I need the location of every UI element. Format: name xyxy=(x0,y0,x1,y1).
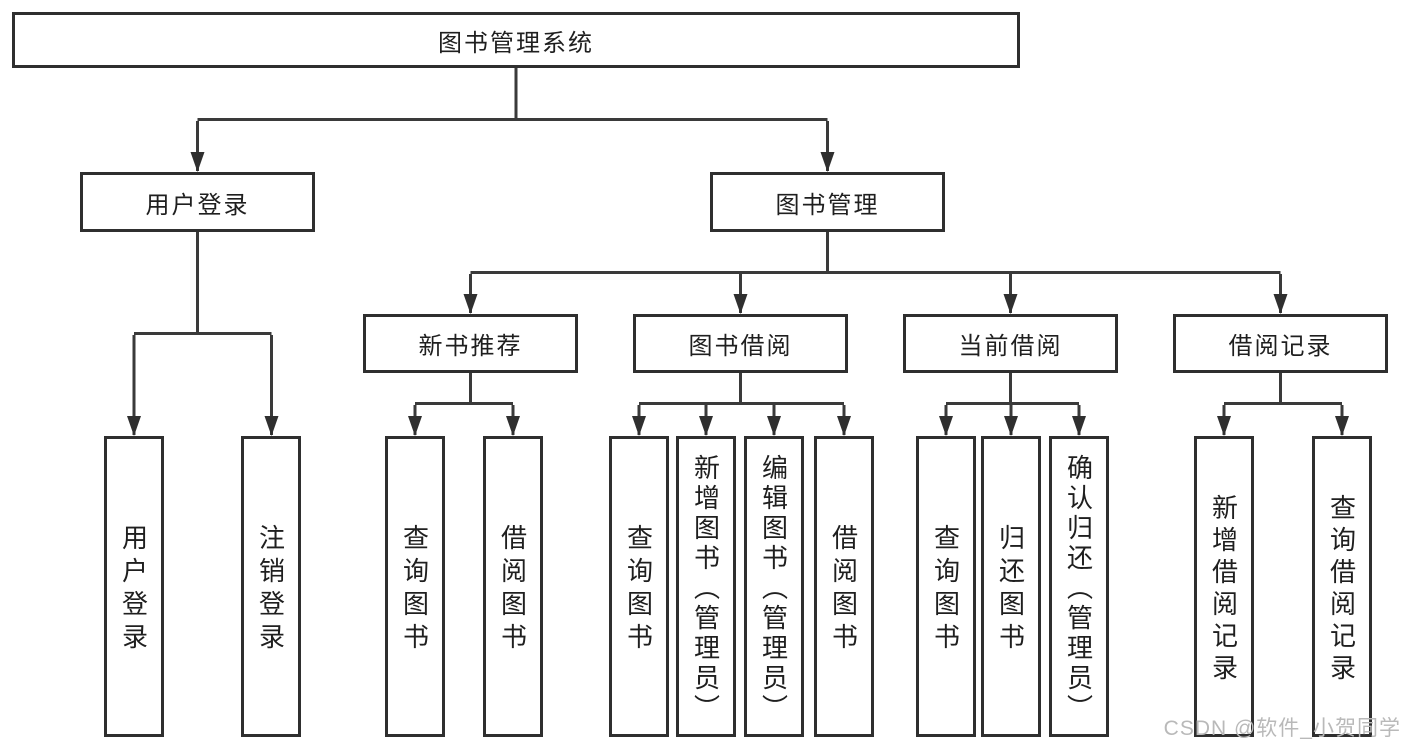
leaf-borrow-books-borrowing: 借阅图书 xyxy=(814,436,874,737)
spine-borrowing-records xyxy=(1224,373,1342,405)
leaf-logout: 注销登录 xyxy=(241,436,301,737)
leaf-query-books-borrowing: 查询图书 xyxy=(609,436,669,737)
spine-new-book-recommendation xyxy=(415,373,513,405)
leaf-add-book-admin: 新增图书（管理员） xyxy=(676,436,736,737)
leaf-query-books-recommend: 查询图书 xyxy=(385,436,445,737)
node-user-login: 用户登录 xyxy=(80,172,315,232)
leaf-add-borrow-record: 新增借阅记录 xyxy=(1194,436,1254,737)
leaf-borrow-books-recommend: 借阅图书 xyxy=(483,436,543,737)
connector-group xyxy=(127,68,1349,436)
spine-user-login xyxy=(134,232,272,335)
watermark-text: CSDN @软件_小贺同学 xyxy=(1163,717,1401,740)
node-new-book-recommendation: 新书推荐 xyxy=(363,314,578,373)
node-library-management-system: 图书管理系统 xyxy=(12,12,1020,68)
spine-book-borrowing xyxy=(639,373,844,405)
node-borrowing-records: 借阅记录 xyxy=(1173,314,1388,373)
leaf-return-book: 归还图书 xyxy=(981,436,1041,737)
spine-book-management xyxy=(470,232,1281,274)
spine-current-borrowing xyxy=(946,373,1079,405)
node-book-borrowing: 图书借阅 xyxy=(633,314,848,373)
leaf-query-books-current: 查询图书 xyxy=(916,436,976,737)
leaf-edit-book-admin: 编辑图书（管理员） xyxy=(744,436,804,737)
node-book-management: 图书管理 xyxy=(710,172,945,232)
leaf-query-borrow-record: 查询借阅记录 xyxy=(1312,436,1372,737)
node-current-borrowing: 当前借阅 xyxy=(903,314,1118,373)
leaf-confirm-return-admin: 确认归还（管理员） xyxy=(1049,436,1109,737)
spine-root xyxy=(197,68,828,121)
leaf-user-login: 用户登录 xyxy=(104,436,164,737)
